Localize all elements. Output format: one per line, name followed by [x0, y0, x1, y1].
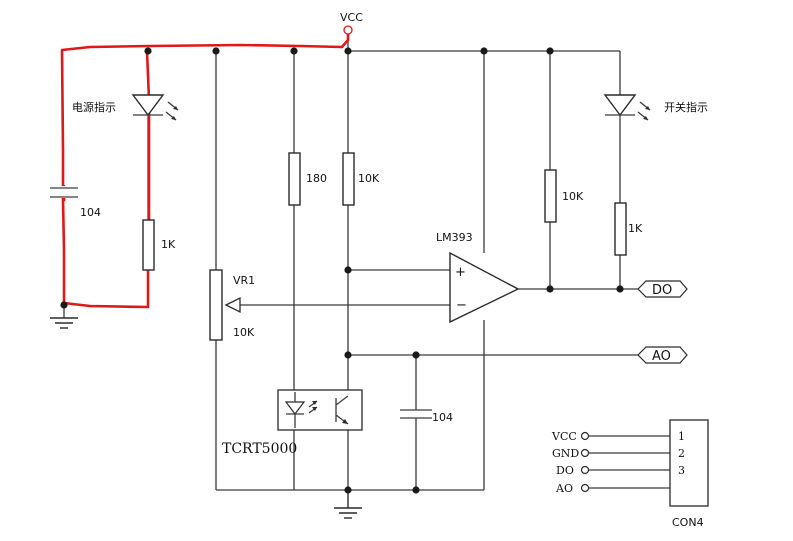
- c2-value: 104: [432, 411, 453, 424]
- pin-number: 1: [678, 430, 685, 443]
- pin-name: VCC: [551, 430, 577, 443]
- ao-output-label: AO: [652, 349, 671, 364]
- pin-name: AO: [555, 482, 573, 495]
- c1-value: 104: [80, 206, 101, 219]
- power-led: 电源指示: [72, 94, 179, 121]
- vr1-label: VR1: [233, 274, 255, 287]
- vr1-value: 10K: [233, 326, 255, 339]
- ground-left-icon: [50, 317, 78, 329]
- resistor-output-pullup-value: 10K: [562, 190, 584, 203]
- resistor-pullup: 10K: [342, 152, 380, 206]
- pin-name: DO: [556, 464, 574, 477]
- connector-pin-vcc: VCC 1: [551, 430, 685, 443]
- connector-con4: CON4 VCC 1 GND 2 DO 3 AO: [551, 419, 709, 529]
- switch-indicator-label: 开关指示: [664, 100, 708, 114]
- pin-number: 3: [678, 464, 685, 477]
- resistor-pullup-value: 10K: [358, 172, 380, 185]
- switch-led: 开关指示: [603, 94, 708, 121]
- vcc-label: VCC: [340, 11, 363, 24]
- resistor-output-pullup: 10K: [544, 169, 584, 223]
- connector-pin-gnd: GND 2: [552, 447, 685, 460]
- sensor-tcrt5000: TCRT5000: [222, 389, 363, 457]
- potentiometer-vr1: VR1 10K: [209, 269, 255, 341]
- junction-dots: [60, 47, 624, 494]
- wires: [63, 36, 670, 508]
- pin-name: GND: [552, 447, 579, 460]
- resistor-switch-led-value: 1K: [628, 222, 643, 235]
- resistor-power-led-value: 1K: [161, 238, 176, 251]
- capacitor-c1: 104: [50, 186, 101, 219]
- do-output-label: DO: [652, 283, 672, 298]
- ao-output-tag: AO: [637, 346, 688, 364]
- resistor-power-led: 1K: [142, 219, 176, 271]
- comparator-plus: +: [455, 265, 466, 280]
- ground-bottom-icon: [334, 490, 362, 519]
- connector-pin-do: DO 3: [556, 464, 685, 477]
- resistor-ir-led: 180: [288, 152, 327, 206]
- capacitor-c2: 104: [400, 409, 453, 424]
- power-indicator-label: 电源指示: [72, 100, 116, 114]
- resistor-switch-led: 1K: [614, 202, 643, 256]
- connector-pin-ao: AO: [555, 482, 590, 495]
- do-output-tag: DO: [637, 280, 688, 298]
- vcc-terminal: VCC: [340, 11, 363, 35]
- sensor-label: TCRT5000: [222, 441, 297, 457]
- resistor-ir-led-value: 180: [306, 172, 327, 185]
- highlighted-power-path: [60, 28, 350, 309]
- connector-label: CON4: [672, 516, 704, 529]
- comparator-lm393: LM393 + −: [436, 231, 520, 324]
- comparator-minus: −: [456, 298, 467, 313]
- comparator-label: LM393: [436, 231, 473, 244]
- pin-number: 2: [678, 447, 685, 460]
